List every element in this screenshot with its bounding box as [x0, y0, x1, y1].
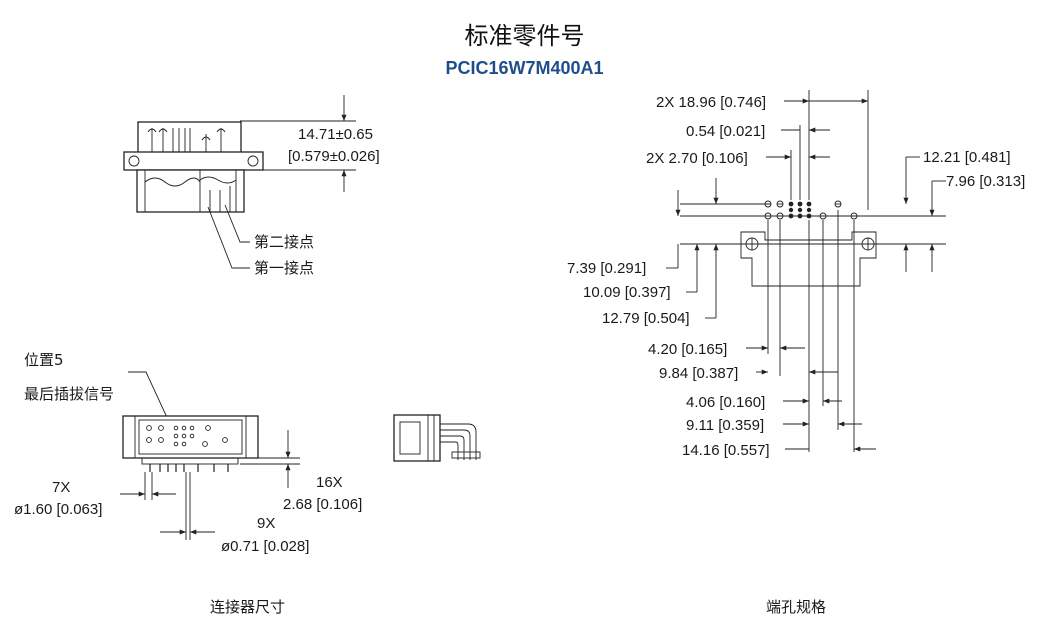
contact-first-label: 第一接点: [254, 259, 314, 277]
dim-4-06: 4.06 [0.160]: [686, 394, 765, 411]
dim-9-11: 9.11 [0.359]: [686, 417, 764, 434]
last-mate-label: 最后插拔信号: [24, 385, 114, 403]
mount-hole-left: [128, 155, 140, 167]
pitch-value-16x: 2.68 [0.106]: [283, 496, 362, 513]
mount-hole-right: [247, 155, 259, 167]
dim-2x-2-70: 2X 2.70 [0.106]: [646, 150, 748, 167]
position-label: 位置5: [24, 351, 64, 369]
dim-0-54: 0.54 [0.021]: [686, 123, 765, 140]
pitch-count-16x: 16X: [316, 474, 343, 491]
dim-10-09: 10.09 [0.397]: [583, 284, 671, 301]
dim-7-39: 7.39 [0.291]: [567, 260, 646, 277]
pin-diameter-9x: ø0.71 [0.028]: [221, 538, 309, 555]
front-contacts: [146, 425, 228, 447]
pin-diameter-7x: ø1.60 [0.063]: [14, 501, 102, 518]
dim-9-84: 9.84 [0.387]: [659, 365, 738, 382]
pin-count-9x: 9X: [257, 515, 275, 532]
dim-12-21: 12.21 [0.481]: [923, 149, 1011, 166]
dim-2x-18-96: 2X 18.96 [0.746]: [656, 94, 766, 111]
connector-lower-body: [136, 169, 245, 213]
dim-7-96: 7.96 [0.313]: [946, 173, 1025, 190]
hole-pattern-view: 2X 18.96 [0.746] 0.54 [0.021] 2X 2.70 [0…: [567, 90, 1025, 459]
front-pins: [141, 457, 239, 540]
dim-12-79: 12.79 [0.504]: [602, 310, 690, 327]
connector-flange: [123, 151, 264, 171]
dim-4-20: 4.20 [0.165]: [648, 341, 727, 358]
drawing-title: 标准零件号: [464, 22, 585, 50]
connector-upper-housing: [137, 121, 242, 157]
part-number: PCIC16W7M400A1: [445, 58, 604, 78]
connector-side-profile: [393, 414, 481, 462]
connector-front-view: 位置5 最后插拔信号: [14, 351, 362, 555]
dim-14-16: 14.16 [0.557]: [682, 442, 770, 459]
height-dimension-inch: [0.579±0.026]: [288, 148, 380, 165]
caption-connector-dimensions: 连接器尺寸: [210, 598, 285, 616]
pin-count-7x: 7X: [52, 479, 70, 496]
contact-second-label: 第二接点: [254, 233, 314, 251]
connector-side-view: 14.71±0.65 [0.579±0.026] 第二接点 第一接点: [123, 95, 380, 277]
caption-hole-specification: 端孔规格: [766, 598, 826, 616]
height-dimension: 14.71±0.65: [298, 126, 373, 143]
